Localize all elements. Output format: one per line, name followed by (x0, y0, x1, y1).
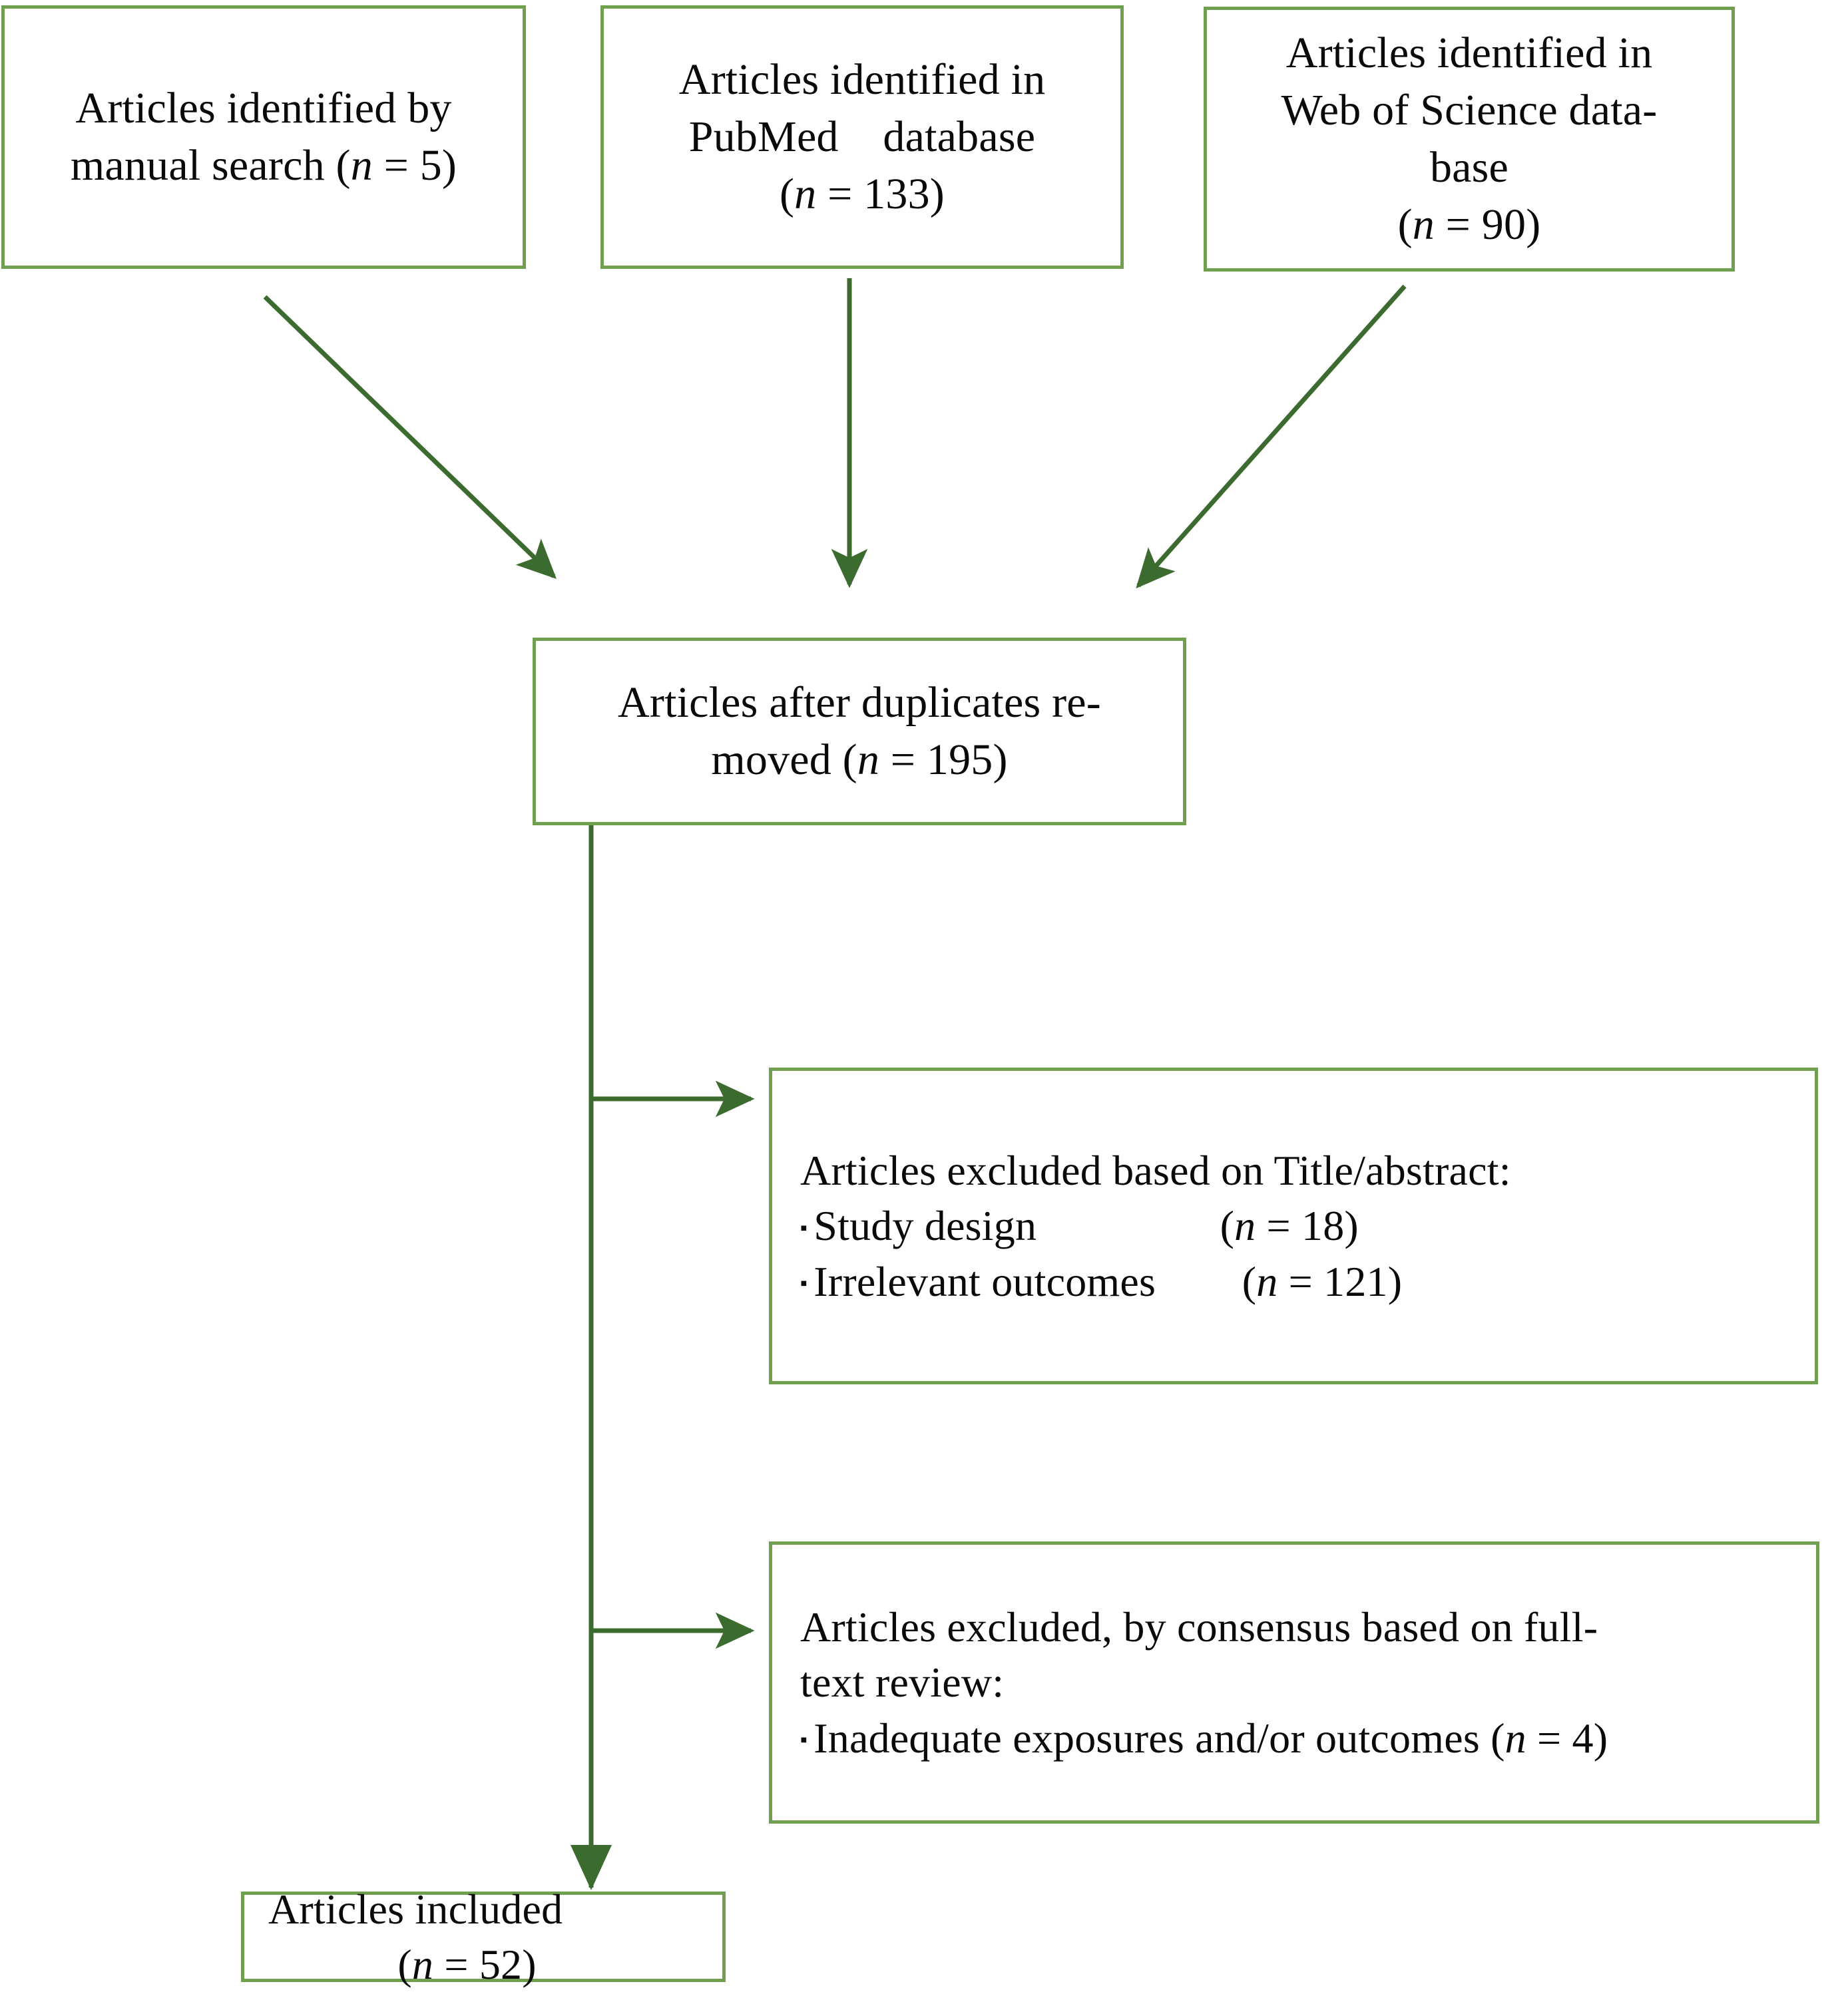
list-item: ▪Inadequate exposures and/or outcomes (n… (800, 1710, 1816, 1766)
excluded-full-text-heading-line2: text review: (800, 1659, 1005, 1707)
excluded-bullet-2-count-pre: ( (1242, 1257, 1257, 1305)
node-excluded-title-abstract-text: Articles excluded based on Title/abstrac… (772, 1143, 1815, 1309)
node-manual-search-text: Articles identified by manual search (n … (71, 80, 457, 194)
node-duplicates-text: Articles after duplicates re- moved (n =… (618, 674, 1101, 789)
wos-line4-pre: ( (1397, 200, 1413, 249)
pubmed-line2: PubMed database (688, 112, 1036, 162)
pubmed-count: = 133) (816, 169, 945, 218)
arrow-wos-to-duplicates (1136, 284, 1407, 589)
node-pubmed-text: Articles identified in PubMed database (… (679, 51, 1046, 222)
square-bullet-icon: ▪ (800, 1272, 808, 1295)
wos-n-symbol: n (1412, 200, 1435, 249)
square-bullet-icon: ▪ (800, 1728, 808, 1751)
pubmed-line3-pre: ( (779, 169, 795, 218)
included-count: = 52) (433, 1941, 537, 1988)
arrow-manual-to-duplicates (263, 295, 557, 579)
manual-search-n-symbol: n (350, 141, 373, 190)
node-articles-included[interactable]: Articles included (n = 52) (241, 1886, 726, 1988)
pubmed-line1: Articles identified in (678, 55, 1046, 104)
excluded-bullet-1-count: = 18) (1256, 1202, 1359, 1250)
excluded-bullet-2-count: = 121) (1277, 1257, 1403, 1305)
list-item: ▪Study design (n = 18) (800, 1198, 1815, 1253)
node-articles-identified-manual-search[interactable]: Articles identified by manual search (n … (1, 5, 526, 269)
excluded-title-abstract-heading: Articles excluded based on Title/abstrac… (800, 1147, 1511, 1195)
included-count-pre: ( (397, 1941, 412, 1988)
included-label: Articles included (268, 1885, 563, 1933)
wos-count: = 90) (1434, 200, 1541, 249)
node-articles-after-duplicates-removed[interactable]: Articles after duplicates re- moved (n =… (533, 638, 1186, 825)
manual-search-line2-pre: manual search ( (70, 141, 351, 190)
excluded-bullet-1-label: Study design (813, 1202, 1037, 1250)
excluded-fulltext-bullet-1-label: Inadequate exposures and/or outcomes (813, 1714, 1491, 1762)
included-n-symbol: n (411, 1941, 434, 1988)
node-included-text: Articles included (n = 52) (244, 1882, 722, 1992)
excluded-full-text-heading-line1: Articles excluded, by consensus based on… (800, 1603, 1598, 1651)
excluded-bullet-1-spacer (1037, 1202, 1220, 1249)
wos-line3: base (1429, 143, 1509, 192)
duplicates-line1: Articles after duplicates re- (618, 678, 1101, 727)
manual-search-count: = 5) (372, 141, 457, 190)
list-item: ▪Irrelevant outcomes (n = 121) (800, 1254, 1815, 1309)
node-excluded-full-text-text: Articles excluded, by consensus based on… (772, 1599, 1816, 1766)
wos-line2: Web of Science data- (1281, 86, 1658, 135)
manual-search-line1: Articles identified by (75, 84, 452, 133)
excluded-fulltext-bullet-1-count: = 4) (1526, 1714, 1608, 1762)
node-articles-identified-pubmed[interactable]: Articles identified in PubMed database (… (600, 5, 1124, 269)
excluded-bullet-2-n-symbol: n (1256, 1257, 1278, 1305)
duplicates-n-symbol: n (857, 735, 880, 784)
excluded-bullet-2-label: Irrelevant outcomes (813, 1257, 1156, 1305)
excluded-bullet-1-n-symbol: n (1234, 1202, 1256, 1250)
wos-line1: Articles identified in (1285, 29, 1653, 78)
duplicates-line2-pre: moved ( (711, 735, 857, 784)
node-wos-text: Articles identified in Web of Science da… (1281, 25, 1658, 253)
excluded-fulltext-bullet-1-n-symbol: n (1504, 1714, 1526, 1762)
excluded-bullet-1-count-pre: ( (1220, 1202, 1235, 1250)
node-articles-excluded-title-abstract[interactable]: Articles excluded based on Title/abstrac… (769, 1068, 1818, 1384)
excluded-fulltext-bullet-1-count-pre: ( (1491, 1714, 1505, 1762)
duplicates-count: = 195) (879, 735, 1008, 784)
node-articles-excluded-full-text[interactable]: Articles excluded, by consensus based on… (769, 1541, 1819, 1824)
included-spacer (268, 1941, 397, 1988)
pubmed-n-symbol: n (794, 169, 817, 218)
excluded-bullet-2-spacer (1156, 1258, 1242, 1305)
node-articles-identified-web-of-science[interactable]: Articles identified in Web of Science da… (1204, 7, 1735, 272)
square-bullet-icon: ▪ (800, 1216, 808, 1239)
